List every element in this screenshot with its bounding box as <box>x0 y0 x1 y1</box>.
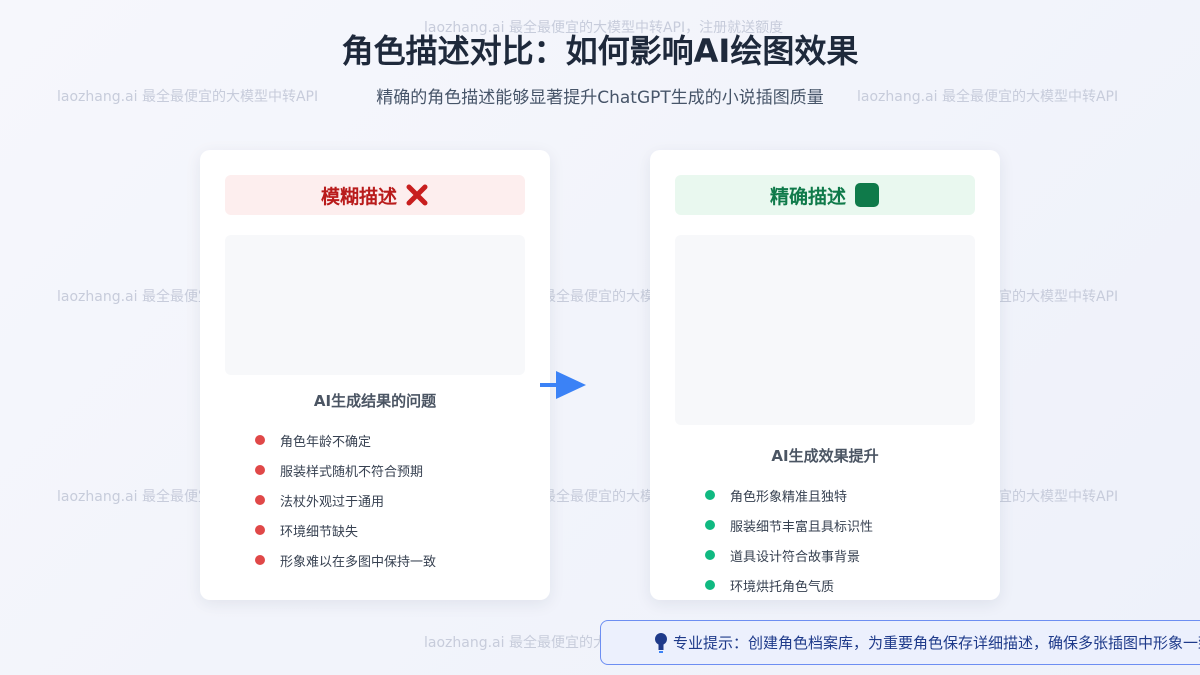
list-item-text: 形象难以在多图中保持一致 <box>280 554 437 570</box>
list-item: 环境烘托角色气质 <box>705 570 873 600</box>
list-item: 环境细节缺失 <box>255 515 436 545</box>
page-title: 角色描述对比：如何影响AI绘图效果 <box>341 32 859 70</box>
list-item-text: 角色年龄不确定 <box>280 434 372 450</box>
list-item: 形象难以在多图中保持一致 <box>255 545 436 575</box>
precise-description-card: 精确描述 AI生成效果提升 角色形象精准且独特 服装细节丰富且具标识性 道具设计… <box>650 150 1000 600</box>
green-dot-icon <box>705 490 715 500</box>
list-item-text: 法杖外观过于通用 <box>280 494 385 510</box>
pro-tip-text: 专业提示：创建角色档案库，为重要角色保存详细描述，确保多张插图中形象一致 <box>673 634 1200 652</box>
red-dot-icon <box>255 495 265 505</box>
card-header-label: 精确描述 <box>769 185 846 208</box>
list-item: 法杖外观过于通用 <box>255 485 436 515</box>
card-header-vague: 模糊描述 <box>225 175 525 215</box>
green-dot-icon <box>705 580 715 590</box>
list-item-text: 道具设计符合故事背景 <box>730 549 861 565</box>
list-item-text: 服装细节丰富且具标识性 <box>730 519 874 535</box>
arrow-right-icon <box>540 370 588 404</box>
section-title: AI生成结果的问题 <box>313 392 437 410</box>
check-mark-icon <box>854 182 880 208</box>
red-dot-icon <box>255 525 265 535</box>
list-item-text: 环境烘托角色气质 <box>730 579 835 595</box>
cross-mark-icon <box>405 183 429 207</box>
vague-description-card: 模糊描述 AI生成结果的问题 角色年龄不确定 服装样式随机不符合预期 法杖外观过… <box>200 150 550 600</box>
image-placeholder <box>225 235 525 375</box>
pro-tip-banner: 专业提示：创建角色档案库，为重要角色保存详细描述，确保多张插图中形象一致 <box>600 620 1200 665</box>
list-item: 道具设计符合故事背景 <box>705 540 873 570</box>
green-dot-icon <box>705 520 715 530</box>
card-header-label: 模糊描述 <box>320 185 397 208</box>
card-header-precise: 精确描述 <box>675 175 975 215</box>
page-subtitle: 精确的角色描述能够显著提升ChatGPT生成的小说插图质量 <box>376 88 824 108</box>
list-item: 角色年龄不确定 <box>255 425 436 455</box>
green-dot-icon <box>705 550 715 560</box>
red-dot-icon <box>255 555 265 565</box>
red-dot-icon <box>255 465 265 475</box>
list-item-text: 环境细节缺失 <box>280 524 359 540</box>
red-dot-icon <box>255 435 265 445</box>
list-item: 角色形象精准且独特 <box>705 480 873 510</box>
list-item: 服装细节丰富且具标识性 <box>705 510 873 540</box>
lightbulb-icon <box>653 631 669 659</box>
list-item-text: 服装样式随机不符合预期 <box>280 464 424 480</box>
improvement-list: 角色形象精准且独特 服装细节丰富且具标识性 道具设计符合故事背景 环境烘托角色气… <box>705 480 873 600</box>
list-item: 服装样式随机不符合预期 <box>255 455 436 485</box>
list-item-text: 角色形象精准且独特 <box>730 489 848 505</box>
problem-list: 角色年龄不确定 服装样式随机不符合预期 法杖外观过于通用 环境细节缺失 形象难以… <box>255 425 436 575</box>
image-placeholder <box>675 235 975 425</box>
section-title: AI生成效果提升 <box>771 447 879 465</box>
